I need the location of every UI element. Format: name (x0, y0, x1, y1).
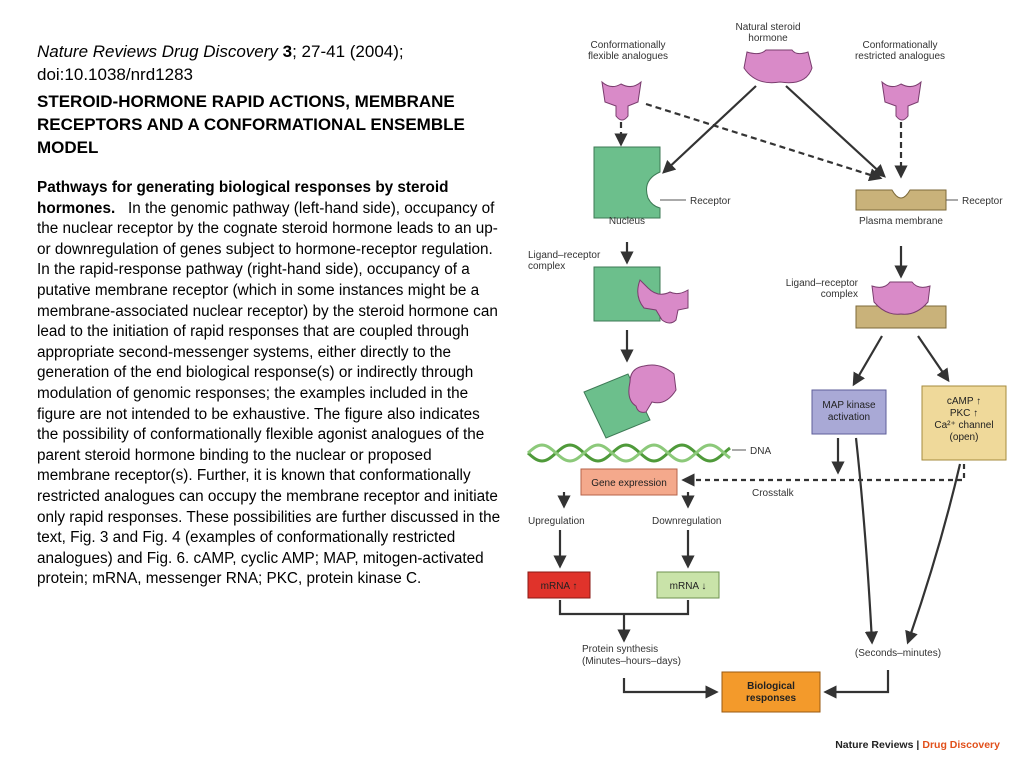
biological-responses-box (721, 671, 821, 713)
flexible-analogue-hormone (601, 80, 642, 121)
gene-expression-text: Gene expression (591, 478, 667, 489)
nuclear-receptor (593, 146, 661, 219)
arrow-map-to-seconds (854, 437, 879, 645)
label-protein-synthesis: Protein synthesis(Minutes–hours–days) (582, 644, 681, 667)
arrow-camp-to-gene (681, 464, 966, 487)
label-crosstalk: Crosstalk (752, 488, 795, 499)
figure-caption: Pathways for generating biological respo… (37, 178, 505, 590)
arrow-complex-to-camp (917, 335, 950, 383)
arrows (553, 85, 966, 699)
membrane-receptor (855, 189, 947, 211)
mrna-down-text: mRNA ↓ (670, 581, 707, 592)
citation-volume: 3 (282, 42, 293, 61)
label-downregulation: Downregulation (652, 516, 722, 527)
caption-body: In the genomic pathway (left-hand side),… (37, 199, 501, 588)
gene-expression-box (580, 468, 678, 496)
label-nucleus: Nucleus (609, 216, 645, 227)
mrna-up-box (527, 571, 591, 599)
citation-details: ; 27-41 (2004); doi:10.1038/nrd1283 (37, 42, 404, 84)
ligand-receptor-complex-left (593, 266, 689, 324)
ligand-receptor-dna-complex (583, 364, 677, 439)
caption-lead: Pathways for generating biological respo… (37, 179, 449, 217)
ligand-receptor-complex-right (855, 281, 947, 329)
arrow-seconds-to-bio (823, 670, 890, 699)
label-seconds-minutes: (Seconds–minutes) (855, 648, 941, 659)
label-receptor-right: Receptor (962, 196, 1003, 207)
label-receptor-left: Receptor (690, 196, 731, 207)
brand-nature-reviews: Nature Reviews|Drug Discovery (835, 739, 1000, 751)
article-title: STEROID-HORMONE RAPID ACTIONS, MEMBRANE … (37, 92, 465, 157)
map-kinase-box (811, 389, 887, 435)
mrna-up-text: mRNA ↑ (541, 581, 578, 592)
camp-pkc-text: cAMP ↑PKC ↑Ca²⁺ channel(open) (934, 396, 993, 443)
arrow-flexible-to-membrane (645, 102, 883, 182)
arrow-natural-to-nuclear (662, 85, 757, 174)
mrna-down-box (656, 571, 720, 599)
label-plasma-membrane: Plasma membrane (859, 216, 943, 227)
label-upregulation: Upregulation (528, 516, 585, 527)
arrow-natural-to-membrane (785, 85, 886, 178)
arrow-protein-to-bio (622, 678, 719, 699)
citation: Nature Reviews Drug Discovery 3; 27-41 (… (37, 40, 507, 86)
arrow-camp-to-seconds (905, 463, 962, 645)
natural-steroid-hormone (743, 49, 813, 84)
arrow-complex-to-map (852, 335, 883, 387)
connector-mrna-to-protein (558, 600, 690, 616)
label-dna: DNA (750, 446, 771, 457)
citation-journal: Nature Reviews Drug Discovery (37, 42, 278, 61)
camp-pkc-box (921, 385, 1007, 461)
dna-helix (526, 443, 731, 463)
restricted-analogue-hormone (881, 80, 922, 121)
